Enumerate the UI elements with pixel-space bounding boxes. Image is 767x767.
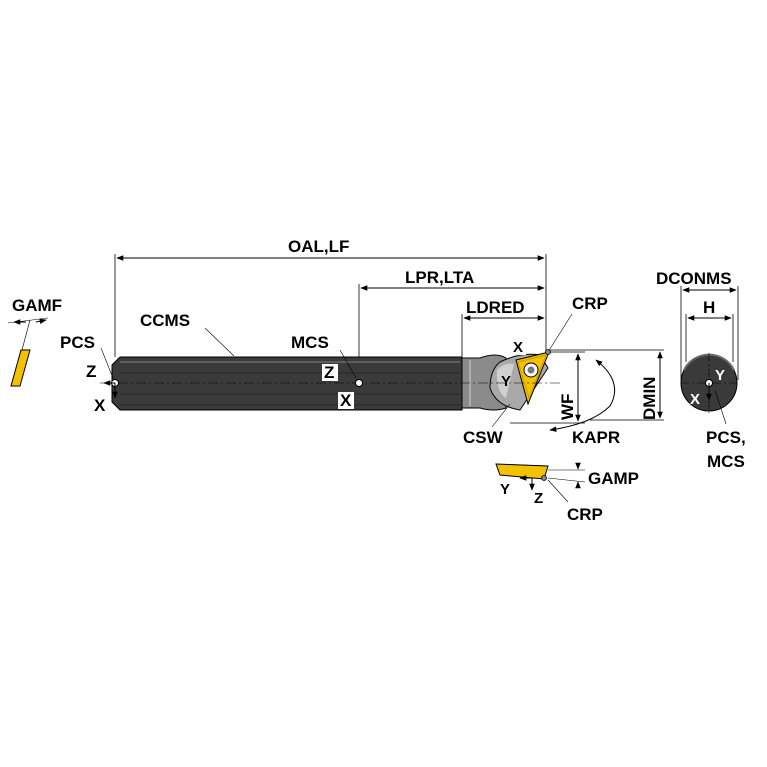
- dmin-label: DMIN: [640, 377, 659, 420]
- pcs-left-label: PCS: [60, 333, 95, 352]
- pcs-z-label: Z: [86, 362, 96, 381]
- h-label: H: [703, 298, 715, 317]
- pcs-mcs-label-line2: MCS: [707, 452, 745, 471]
- gamp-label: GAMP: [588, 469, 639, 488]
- ldred-label: LDRED: [466, 298, 525, 317]
- crp-x-label: X: [513, 339, 523, 356]
- end-view-x-label: X: [690, 391, 700, 408]
- wf-label: WF: [558, 394, 577, 420]
- kapr-label: KAPR: [572, 428, 620, 447]
- csw-label: CSW: [463, 428, 504, 447]
- end-view-section: [680, 353, 738, 413]
- end-view-y-label: Y: [715, 367, 725, 384]
- mcs-x-label: X: [340, 391, 352, 410]
- cutting-insert: [515, 351, 550, 406]
- crp-y-label: Y: [501, 373, 511, 390]
- gamf-insert-shape: [10, 349, 31, 387]
- pcs-x-label: X: [94, 396, 106, 415]
- mcs-origin: [355, 379, 363, 387]
- pcs-mcs-label-line1: PCS,: [706, 428, 746, 447]
- mcs-z-label: Z: [324, 363, 334, 382]
- gamp-z-label: Z: [534, 490, 543, 507]
- oal-lf-label: OAL,LF: [288, 237, 349, 256]
- gamf-label: GAMF: [12, 296, 62, 315]
- dconms-label: DCONMS: [656, 269, 732, 288]
- lpr-lta-label: LPR,LTA: [405, 268, 474, 287]
- crp-top-label: CRP: [572, 294, 608, 313]
- crp-bottom-label: CRP: [567, 505, 603, 524]
- mcs-label: MCS: [291, 333, 329, 352]
- gamp-y-label: Y: [500, 481, 510, 498]
- ccms-label: CCMS: [140, 311, 190, 330]
- boring-bar-body: [111, 353, 549, 411]
- crp-point: [545, 349, 551, 355]
- gamp-insert-view: [495, 462, 586, 503]
- gamf-insert-view: [7, 317, 49, 387]
